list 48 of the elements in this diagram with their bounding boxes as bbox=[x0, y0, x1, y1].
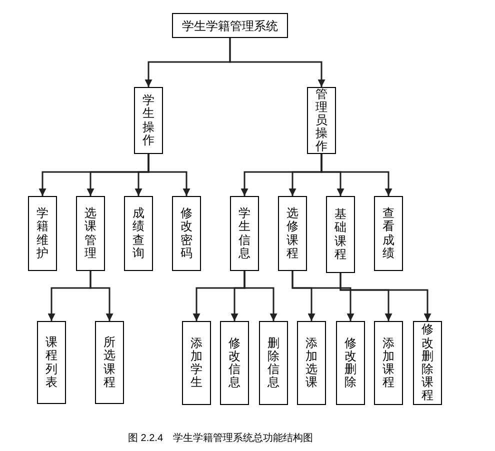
arrow bbox=[244, 271, 278, 321]
function-box bbox=[413, 321, 442, 405]
function-box bbox=[172, 13, 288, 38]
box-label: 学生信息 bbox=[238, 207, 250, 260]
function-box bbox=[278, 196, 307, 271]
arrow bbox=[90, 271, 114, 321]
function-box bbox=[297, 321, 326, 405]
function-box bbox=[76, 196, 105, 271]
function-box bbox=[259, 321, 288, 405]
box-label: 成绩查询 bbox=[132, 207, 144, 260]
figure-caption: 图 2.2.4 学生学籍管理系统总功能结构图 bbox=[128, 432, 314, 446]
box-label: 选修课程 bbox=[286, 207, 298, 260]
box-label: 学籍维护 bbox=[36, 207, 48, 260]
arrow bbox=[229, 38, 326, 87]
box-label: 所选课程 bbox=[104, 336, 116, 389]
box-label: 查看成绩 bbox=[382, 207, 394, 260]
function-box bbox=[28, 196, 57, 271]
box-label: 选课管理 bbox=[84, 207, 96, 260]
arrow bbox=[148, 154, 190, 196]
function-box bbox=[374, 321, 403, 405]
box-label: 学生操作 bbox=[142, 94, 154, 147]
function-box bbox=[134, 87, 163, 154]
function-box bbox=[220, 321, 249, 405]
box-label: 课程列表 bbox=[46, 336, 58, 389]
function-box bbox=[307, 87, 336, 154]
function-box bbox=[95, 321, 124, 404]
function-box bbox=[336, 321, 365, 405]
function-box bbox=[172, 196, 201, 271]
box-label: 修改删除课程 bbox=[422, 323, 434, 403]
arrow bbox=[340, 273, 432, 321]
function-box bbox=[182, 321, 211, 405]
box-label: 修改密码 bbox=[180, 207, 192, 260]
box-label: 修改信息 bbox=[228, 336, 240, 390]
box-label: 添加学生 bbox=[190, 336, 202, 390]
box-label: 添加课程 bbox=[382, 336, 394, 390]
function-box bbox=[374, 196, 403, 271]
box-label: 添加选课 bbox=[306, 336, 318, 390]
box-label: 基础课程 bbox=[334, 208, 346, 261]
arrow bbox=[320, 154, 392, 196]
function-box bbox=[326, 196, 355, 273]
function-box bbox=[124, 196, 153, 271]
box-label: 学生学籍管理系统 bbox=[182, 18, 278, 34]
box-label: 删除信息 bbox=[268, 336, 280, 390]
function-box bbox=[230, 196, 259, 271]
function-box bbox=[37, 321, 66, 404]
box-label: 管理员操作 bbox=[316, 88, 328, 154]
arrow bbox=[292, 271, 354, 321]
box-label: 修改删除 bbox=[344, 336, 356, 390]
